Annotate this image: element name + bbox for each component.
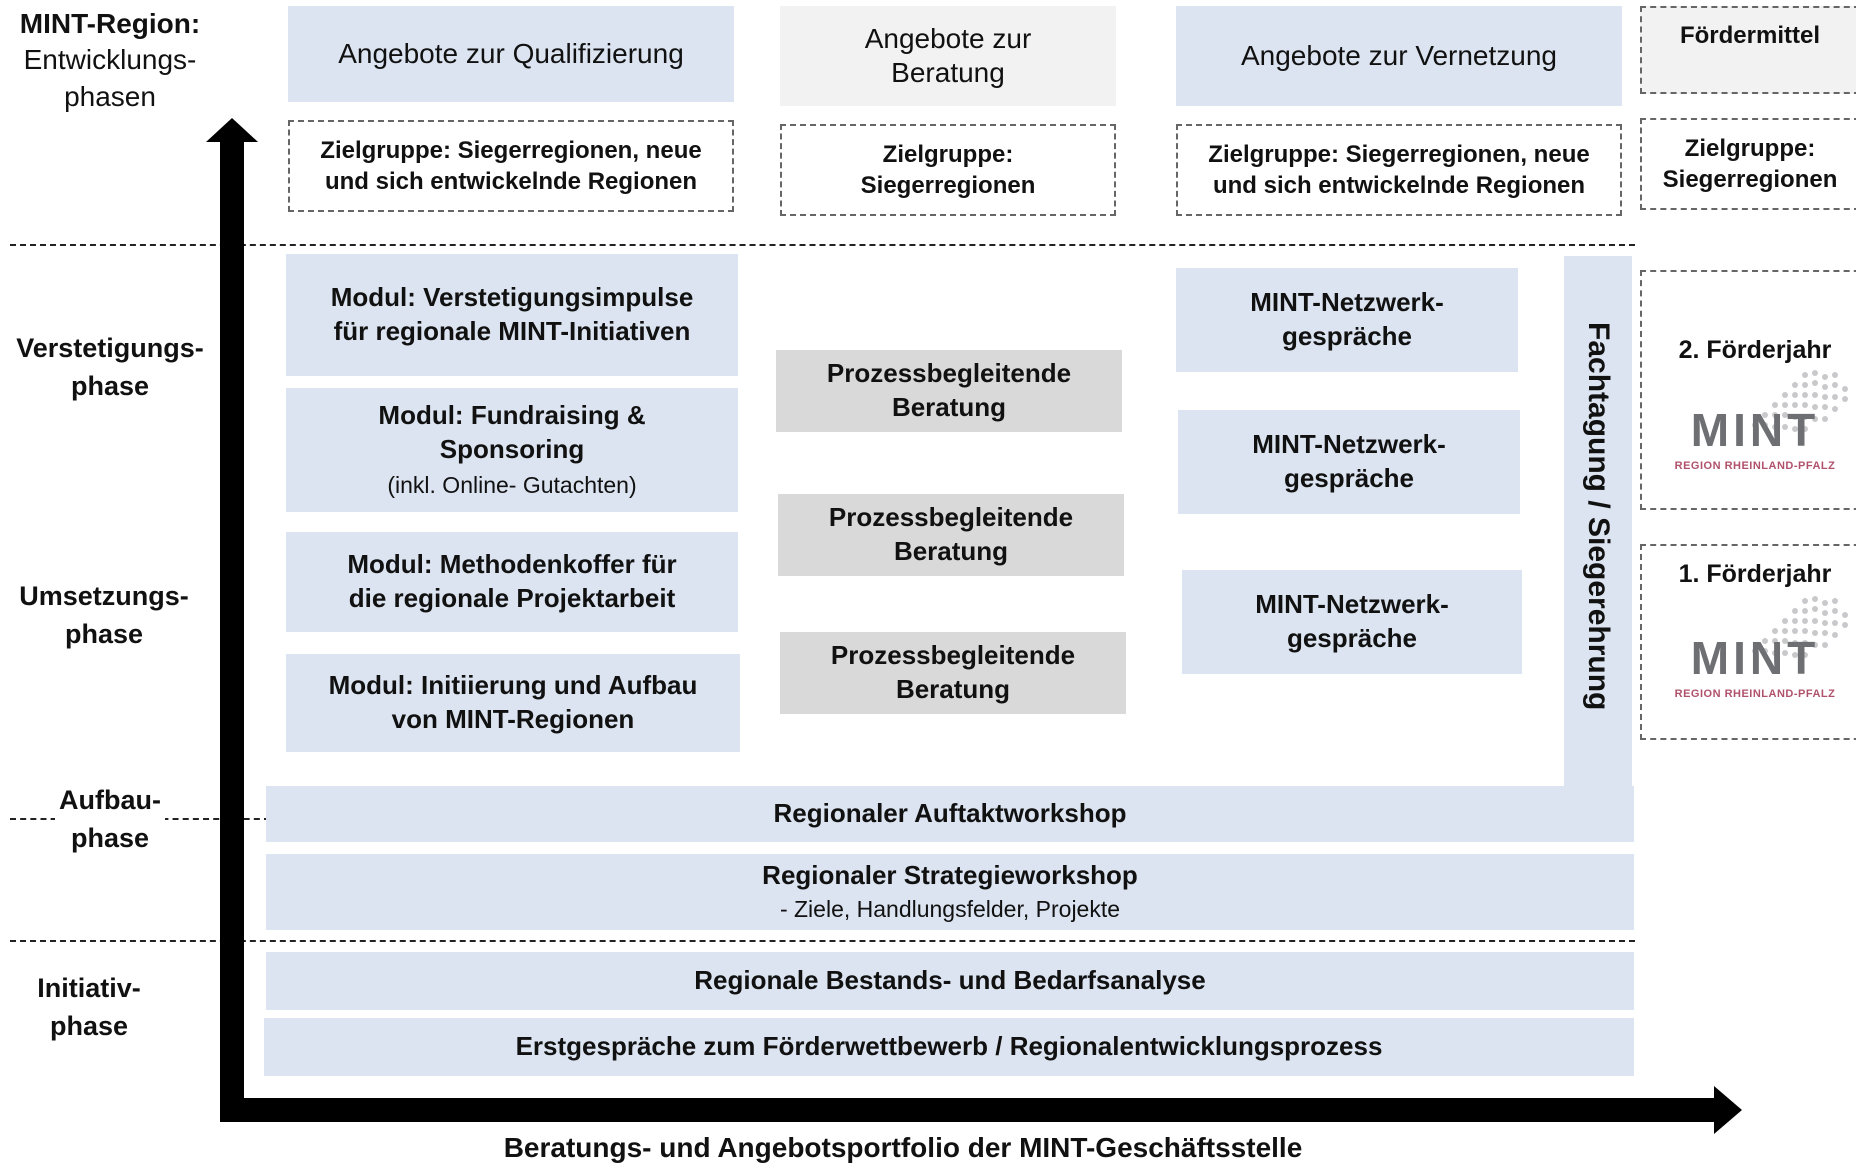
corner-subtitle-1: Entwicklungs-: [23, 44, 197, 76]
netzwerk-item: MINT-Netzwerk- gespräche: [1176, 268, 1518, 372]
target-qualifizierung-line1: Zielgruppe: Siegerregionen, neue: [320, 136, 702, 164]
foerderjahr-2: 2. Förderjahr MINT REGION RHEINLAND-PFAL…: [1640, 270, 1856, 510]
target-qualifizierung-line2: und sich entwickelnde Regionen: [324, 168, 698, 195]
phase-aufbau: Aufbau- phase: [30, 782, 190, 858]
netzwerk-item-line1: MINT-Netzwerk-: [1252, 429, 1446, 460]
workshop-erstgespraeche-label: Erstgespräche zum Förderwettbewerb / Reg…: [515, 1031, 1383, 1062]
target-beratung: Zielgruppe: Siegerregionen: [780, 124, 1116, 216]
separator-initiativ: [10, 940, 1635, 942]
beratung-item: Prozessbegleitende Beratung: [778, 494, 1124, 576]
module-verstetigungsimpulse: Modul: Verstetigungsimpulse für regional…: [286, 254, 738, 376]
target-beratung-line1: Zielgruppe:: [882, 140, 1014, 168]
mint-logo-sub: REGION RHEINLAND-PFALZ: [1674, 687, 1836, 700]
module-initiierung-line1: Modul: Initiierung und Aufbau: [328, 670, 698, 701]
workshop-auftakt-label: Regionaler Auftaktworkshop: [773, 798, 1127, 829]
foerderjahr-1: 1. Förderjahr MINT REGION RHEINLAND-PFAL…: [1640, 544, 1856, 740]
beratung-item-line1: Prozessbegleitende: [828, 502, 1074, 533]
workshop-bestand-label: Regionale Bestands- und Bedarfsanalyse: [694, 965, 1206, 996]
workshop-strategie: Regionaler Strategieworkshop - Ziele, Ha…: [266, 854, 1634, 930]
header-beratung: Angebote zur Beratung: [780, 6, 1116, 106]
phase-aufbau-line1: Aufbau-: [55, 782, 165, 820]
target-vernetzung-line2: und sich entwickelnde Regionen: [1212, 172, 1586, 199]
phase-umsetzung-line2: phase: [64, 618, 144, 649]
module-methodenkoffer-line2: die regionale Projektarbeit: [348, 583, 676, 613]
phase-verstetigung: Verstetigungs- phase: [0, 330, 220, 406]
netzwerk-item-line1: MINT-Netzwerk-: [1255, 589, 1449, 620]
target-vernetzung: Zielgruppe: Siegerregionen, neue und sic…: [1176, 124, 1622, 216]
phase-verstetigung-line2: phase: [70, 370, 150, 401]
module-fundraising: Modul: Fundraising & Sponsoring (inkl. O…: [286, 388, 738, 512]
module-verstetigungsimpulse-line2: für regionale MINT-Initiativen: [333, 316, 691, 346]
header-vernetzung-label: Angebote zur Vernetzung: [1240, 39, 1557, 71]
netzwerk-item-line1: MINT-Netzwerk-: [1250, 287, 1444, 318]
x-axis-arrowhead: [1714, 1086, 1742, 1134]
mint-logo-dots: [1751, 369, 1848, 432]
mint-logo: MINT REGION RHEINLAND-PFALZ: [1674, 595, 1848, 701]
beratung-item-line2: Beratung: [895, 674, 1011, 704]
fachtagung-bar: [1564, 256, 1632, 786]
beratung-item-line2: Beratung: [893, 536, 1009, 566]
phase-verstetigung-line1: Verstetigungs-: [16, 333, 204, 363]
mint-logo-sub: REGION RHEINLAND-PFALZ: [1674, 459, 1836, 472]
phase-umsetzung: Umsetzungs- phase: [0, 578, 208, 654]
y-axis-arrowhead: [206, 118, 258, 142]
mint-logo-dots: [1751, 595, 1848, 658]
module-methodenkoffer-line1: Modul: Methodenkoffer für: [347, 549, 677, 580]
module-initiierung-line2: von MINT-Regionen: [391, 704, 635, 734]
corner-subtitle-2: phasen: [64, 80, 156, 112]
header-qualifizierung: Angebote zur Qualifizierung: [288, 6, 734, 102]
phase-initiativ-line1: Initiativ-: [37, 973, 141, 1003]
header-foerdermittel-label: Fördermittel: [1679, 22, 1820, 49]
beratung-item-line2: Beratung: [891, 392, 1007, 422]
phase-initiativ: Initiativ- phase: [0, 970, 178, 1046]
mint-logo-word: MINT: [1690, 631, 1820, 684]
header-beratung-line1: Angebote zur: [864, 23, 1032, 55]
workshop-erstgespraeche: Erstgespräche zum Förderwettbewerb / Reg…: [264, 1018, 1634, 1076]
beratung-item-line1: Prozessbegleitende: [830, 640, 1076, 671]
module-initiierung: Modul: Initiierung und Aufbau von MINT-R…: [286, 654, 740, 752]
workshop-bestand: Regionale Bestands- und Bedarfsanalyse: [266, 952, 1634, 1010]
module-fundraising-line1: Modul: Fundraising &: [378, 400, 646, 431]
header-beratung-line2: Beratung: [891, 57, 1005, 88]
target-beratung-line2: Siegerregionen: [860, 172, 1036, 199]
module-verstetigungsimpulse-line1: Modul: Verstetigungsimpulse: [330, 282, 694, 313]
workshop-auftakt: Regionaler Auftaktworkshop: [266, 786, 1634, 842]
workshop-strategie-label: Regionaler Strategieworkshop: [762, 860, 1138, 891]
netzwerk-item: MINT-Netzwerk- gespräche: [1182, 570, 1522, 674]
x-axis-line: [220, 1098, 1716, 1122]
beratung-item: Prozessbegleitende Beratung: [776, 350, 1122, 432]
module-fundraising-line2: Sponsoring: [439, 434, 585, 465]
target-vernetzung-line1: Zielgruppe: Siegerregionen, neue: [1208, 140, 1590, 168]
target-qualifizierung: Zielgruppe: Siegerregionen, neue und sic…: [288, 120, 734, 212]
beratung-item-line1: Prozessbegleitende: [826, 358, 1072, 389]
foerderjahr-2-label: 2. Förderjahr: [1678, 336, 1832, 364]
foerderjahr-1-label: 1. Förderjahr: [1678, 560, 1832, 588]
header-foerdermittel: Fördermittel: [1640, 6, 1856, 94]
corner-title-main: MINT-Region:: [19, 8, 201, 39]
phase-umsetzung-line1: Umsetzungs-: [19, 581, 189, 611]
x-axis-label: Beratungs- und Angebotsportfolio der MIN…: [503, 1132, 1303, 1163]
fachtagung-label: Fachtagung / Siegerehrung: [1582, 321, 1615, 711]
y-axis-line: [220, 136, 244, 1122]
target-foerdermittel-line2: Siegerregionen: [1662, 166, 1838, 193]
header-qualifizierung-label: Angebote zur Qualifizierung: [338, 37, 684, 69]
module-fundraising-note: (inkl. Online- Gutachten): [387, 471, 637, 498]
phase-initiativ-line2: phase: [49, 1010, 129, 1041]
netzwerk-item-line2: gespräche: [1286, 623, 1418, 653]
mint-logo-word: MINT: [1690, 403, 1820, 456]
beratung-item: Prozessbegleitende Beratung: [780, 632, 1126, 714]
netzwerk-item-line2: gespräche: [1283, 463, 1415, 493]
module-methodenkoffer: Modul: Methodenkoffer für die regionale …: [286, 532, 738, 632]
corner-title: MINT-Region: Entwicklungs- phasen: [0, 6, 220, 115]
netzwerk-item: MINT-Netzwerk- gespräche: [1178, 410, 1520, 514]
target-foerdermittel: Zielgruppe: Siegerregionen: [1640, 118, 1856, 210]
header-vernetzung: Angebote zur Vernetzung: [1176, 6, 1622, 106]
netzwerk-item-line2: gespräche: [1281, 321, 1413, 351]
workshop-strategie-note: - Ziele, Handlungsfelder, Projekte: [779, 895, 1121, 922]
target-foerdermittel-line1: Zielgruppe:: [1684, 134, 1816, 162]
phase-aufbau-line2: phase: [70, 822, 150, 853]
separator-top: [10, 244, 1635, 246]
mint-logo: MINT REGION RHEINLAND-PFALZ: [1674, 369, 1848, 473]
